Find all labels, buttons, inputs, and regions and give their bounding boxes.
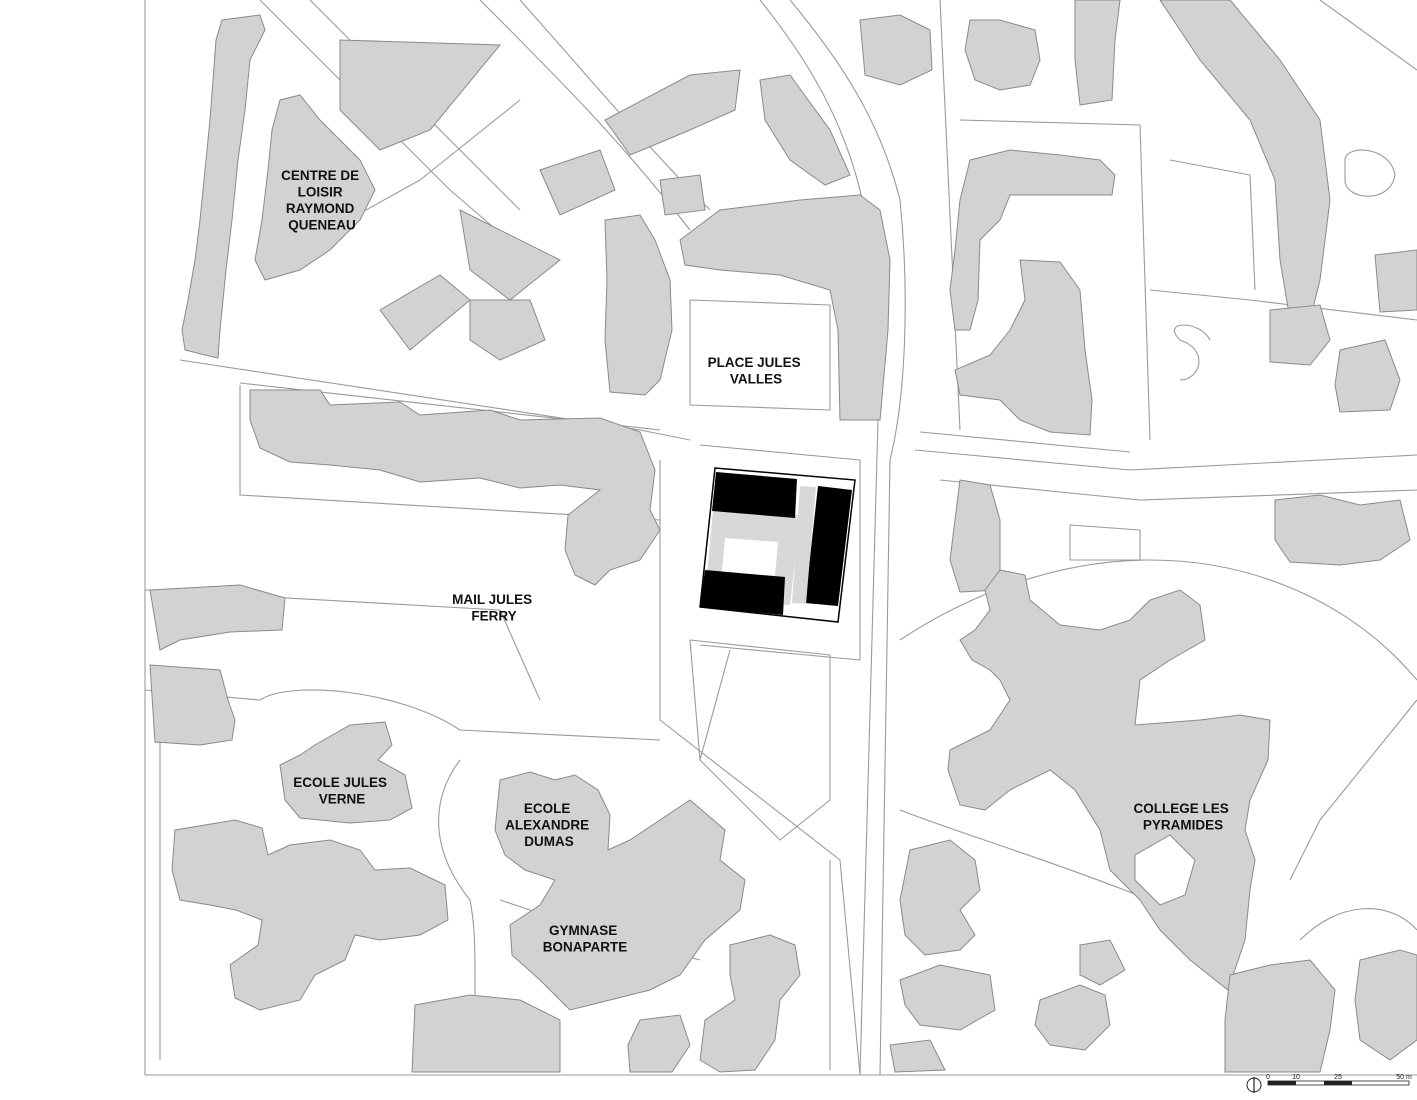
label-ecole-jules-verne: ECOLE JULES VERNE: [293, 775, 391, 807]
building: [181, 14, 266, 359]
scale-tick-50: 50 m: [1396, 1074, 1412, 1081]
building: [1134, 834, 1196, 906]
building: [149, 584, 286, 651]
building: [279, 721, 413, 824]
building: [539, 149, 616, 216]
project-site: [699, 467, 856, 623]
building: [1079, 939, 1126, 986]
building: [254, 94, 376, 281]
building: [249, 389, 661, 586]
building: [1224, 959, 1336, 1073]
building: [604, 214, 673, 396]
building: [149, 664, 236, 746]
building: [379, 274, 471, 351]
building: [469, 299, 546, 361]
project-link: [792, 486, 816, 604]
building: [1354, 949, 1417, 1061]
building: [759, 74, 851, 186]
building: [947, 569, 1271, 991]
project-building-east: [805, 486, 852, 606]
building: [889, 1039, 946, 1073]
building: [859, 14, 933, 86]
project-building-south: [700, 570, 785, 615]
building: [899, 964, 996, 1031]
building: [171, 819, 449, 1011]
scale-tick-0: 0: [1266, 1074, 1270, 1081]
building: [627, 1014, 691, 1073]
existing-buildings: [149, 0, 1417, 1073]
building: [954, 259, 1093, 436]
building: [659, 174, 706, 216]
scale-tick-25: 25: [1334, 1074, 1342, 1081]
building: [494, 771, 746, 1011]
place-labels: CENTRE DE LOISIR RAYMOND QUENEAU PLACE J…: [281, 168, 1232, 955]
building: [1074, 0, 1121, 106]
project-building-north: [712, 472, 797, 518]
building: [459, 209, 561, 301]
scale-tick-10: 10: [1292, 1074, 1300, 1081]
building: [1034, 984, 1111, 1051]
label-gymnase-bonaparte: GYMNASE BONAPARTE: [543, 923, 628, 955]
building: [899, 839, 981, 956]
label-centre-de-loisir: CENTRE DE LOISIR RAYMOND QUENEAU: [281, 168, 363, 233]
north-arrow-icon: [1246, 1077, 1262, 1093]
building: [679, 194, 891, 421]
building: [411, 994, 561, 1073]
scale-bar: 0 10 25 50 m: [1266, 1074, 1412, 1086]
building: [1334, 339, 1401, 413]
building: [949, 149, 1116, 331]
label-mail-jules-ferry: MAIL JULES FERRY: [452, 592, 536, 624]
label-ecole-alexandre-dumas: ECOLE ALEXANDRE DUMAS: [505, 801, 593, 849]
building: [1159, 0, 1331, 321]
building: [1374, 249, 1417, 313]
building: [604, 69, 741, 156]
building: [949, 479, 1001, 593]
project-open-space: [722, 538, 778, 576]
building: [964, 19, 1041, 91]
building: [339, 39, 502, 151]
building: [699, 934, 801, 1073]
building: [1274, 494, 1411, 566]
building: [1269, 304, 1331, 366]
label-place-jules-valles: PLACE JULES VALLES: [708, 355, 805, 387]
label-college-les-pyramides: COLLEGE LES PYRAMIDES: [1133, 801, 1232, 833]
